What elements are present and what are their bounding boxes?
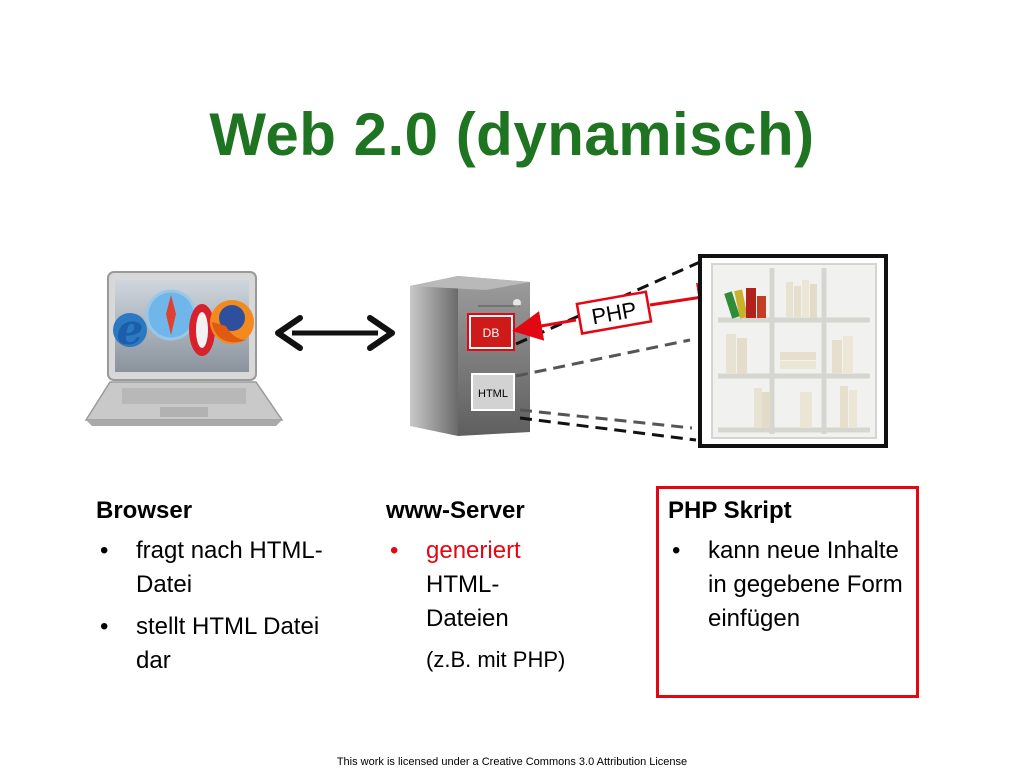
- html-label: HTML: [478, 388, 508, 400]
- server-item-line-3: Dateien: [426, 605, 509, 633]
- bookshelf-icon: [698, 254, 888, 448]
- php-arrow: PHP: [512, 282, 728, 341]
- browser-list: fragt nach HTML-Datei stellt HTML Datei …: [96, 534, 326, 678]
- server-heading: www-Server: [386, 497, 525, 524]
- slide-title: Web 2.0 (dynamisch): [209, 101, 815, 168]
- server-item-note: (z.B. mit PHP): [426, 647, 566, 673]
- php-highlight-box: [656, 486, 919, 698]
- server-tower-icon: [410, 276, 530, 436]
- server-item-highlight: generiert: [426, 537, 521, 565]
- php-column: PHP Skript kann neue Inhalte in gegebene…: [668, 494, 913, 644]
- php-heading: PHP Skript: [668, 497, 792, 524]
- browser-item-display: stellt HTML Datei dar: [96, 610, 326, 678]
- dashed-connectors: [515, 260, 701, 442]
- server-list: generiert HTML- Dateien (z.B. mit PHP): [386, 534, 616, 675]
- license-footer: This work is licensed under a Creative C…: [336, 756, 688, 768]
- svg-text:e: e: [117, 305, 144, 354]
- server-column: www-Server generiert HTML- Dateien (z.B.…: [386, 494, 616, 684]
- browser-item-request: fragt nach HTML-Datei: [96, 534, 326, 602]
- php-list: kann neue Inhalte in gegebene Form einfü…: [668, 534, 913, 636]
- double-arrow-icon: [275, 315, 395, 351]
- books-icon: [724, 288, 766, 319]
- browser-column: Browser fragt nach HTML-Datei stellt HTM…: [96, 494, 326, 686]
- db-label: DB: [483, 326, 500, 340]
- html-box: HTML: [471, 373, 515, 411]
- server-item-generate: generiert HTML- Dateien (z.B. mit PHP): [386, 534, 616, 675]
- browser-logos-icon: e: [113, 289, 254, 356]
- db-box: DB: [467, 313, 515, 351]
- server-item-line-2: HTML-: [426, 571, 500, 599]
- browser-heading: Browser: [96, 497, 193, 524]
- php-item-insert: kann neue Inhalte in gegebene Form einfü…: [668, 534, 913, 636]
